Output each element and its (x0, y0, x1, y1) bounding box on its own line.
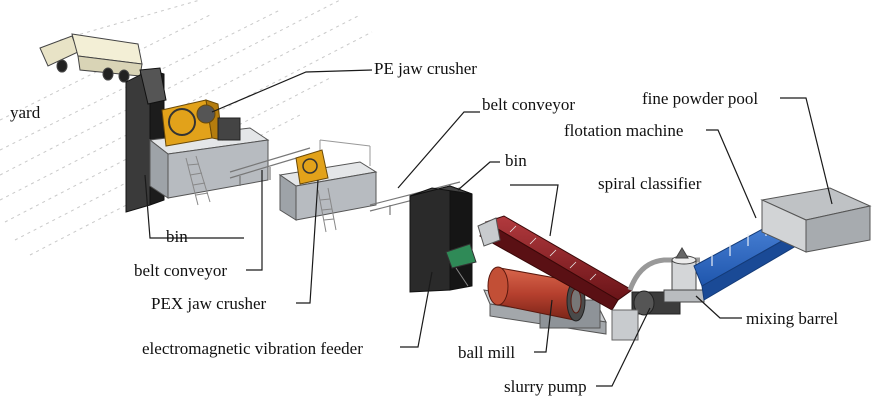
label-mixing-barrel: mixing barrel (746, 309, 839, 328)
label-pe-jaw-crusher: PE jaw crusher (374, 59, 477, 78)
label-belt-conveyor-1: belt conveyor (134, 261, 227, 280)
pex-jaw-crusher-platform (278, 139, 378, 221)
ball-mill-machine (487, 266, 586, 322)
vibration-feeder-machine (445, 243, 477, 287)
dump-truck (39, 33, 143, 83)
slurry-pipe (627, 257, 700, 291)
label-yard: yard (10, 103, 41, 122)
label-flotation-machine: flotation machine (564, 121, 684, 140)
label-spiral-classifier: spiral classifier (598, 174, 702, 193)
stairs-2 (317, 187, 337, 233)
spiral-classifier-machine (477, 215, 633, 311)
fine-powder-pool-tank (760, 187, 872, 253)
bin-2 (409, 185, 473, 293)
label-belt-conveyor-2: belt conveyor (482, 95, 575, 114)
leader-lines (144, 69, 833, 387)
label-ball-mill: ball mill (458, 343, 516, 362)
label-bin-2: bin (505, 151, 527, 170)
pex-jaw-crusher (295, 149, 329, 185)
label-pex-jaw-crusher: PEX jaw crusher (151, 294, 267, 313)
bin-1 (125, 67, 167, 213)
label-fine-powder-pool: fine powder pool (642, 89, 759, 108)
stairs-1 (185, 155, 211, 206)
pe-jaw-crusher (161, 99, 241, 147)
label-bin-1: bin (166, 227, 188, 246)
label-electromagnetic-vibration-feeder: electromagnetic vibration feeder (142, 339, 363, 358)
label-slurry-pump: slurry pump (504, 377, 587, 396)
mixing-barrel-machine (663, 247, 705, 303)
